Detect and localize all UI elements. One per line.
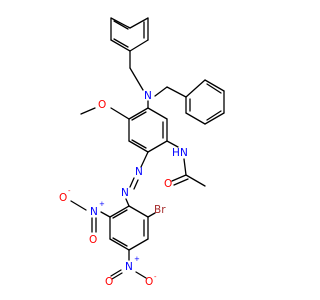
molecule-structure: N O N H O N N Br N + O - O N + O O - xyxy=(59,17,225,288)
azo-double-bond-a xyxy=(129,177,135,188)
carbonyl-double-bond-a xyxy=(171,174,187,182)
azo-nitrogen-1-label: N xyxy=(135,166,143,178)
ring-br-bond xyxy=(147,212,156,218)
o-methyl-bond xyxy=(80,107,96,115)
carbonyl-double-bond-b xyxy=(173,178,189,186)
azo-ring-bond xyxy=(125,198,130,207)
ch2-n-bond-right xyxy=(154,86,168,97)
ring-nitro-left-bond xyxy=(100,211,111,218)
benzyl-ring-right xyxy=(185,79,225,125)
central-ring xyxy=(128,107,168,153)
amine-nitrogen-label: N xyxy=(144,90,152,102)
amide-hydrogen-label: H xyxy=(172,147,180,159)
nitro-left-oxygen-a-label: O xyxy=(59,192,67,204)
azo-double-bond-b xyxy=(133,179,139,190)
nitro-bottom-o-bond-a xyxy=(111,272,123,280)
nitro-bottom-oxygen-a-label: O xyxy=(105,276,113,288)
carbonyl-methyl-bond xyxy=(185,174,206,187)
nitro-left-plus-label: + xyxy=(99,200,105,208)
nitro-left-nitrogen-label: N xyxy=(90,206,98,218)
ring-o-bond xyxy=(110,107,130,120)
amide-nitrogen-label: N xyxy=(180,147,188,159)
nitro-bottom-minus-label: - xyxy=(154,273,157,281)
nitro-bottom-o-bond-c xyxy=(135,271,147,279)
azo-nitrogen-2-label: N xyxy=(121,187,129,199)
amide-oxygen-label: O xyxy=(164,178,172,190)
nh-carbonyl-bond xyxy=(183,158,187,176)
ch2-n-bond xyxy=(129,67,144,91)
nitro-bottom-oxygen-b-label: O xyxy=(145,276,153,288)
nitro-bottom-plus-label: + xyxy=(134,255,140,263)
nitro-left-minus-label: - xyxy=(68,187,71,195)
benzyl-ring-left xyxy=(110,17,149,52)
nitro-bottom-o-bond-b xyxy=(110,269,122,277)
nitro-bottom-nitrogen-label: N xyxy=(125,261,133,273)
nitro-left-o-bond-a xyxy=(70,200,87,211)
ch2-bond-right xyxy=(166,86,187,98)
methoxy-oxygen-label: O xyxy=(98,99,106,111)
ring-azo-bond xyxy=(140,151,149,168)
bromo-dinitro-ring xyxy=(109,205,149,251)
bromine-label: Br xyxy=(154,204,166,216)
nitro-left-oxygen-b-label: O xyxy=(89,234,97,246)
ring-nh-bond xyxy=(166,140,179,148)
